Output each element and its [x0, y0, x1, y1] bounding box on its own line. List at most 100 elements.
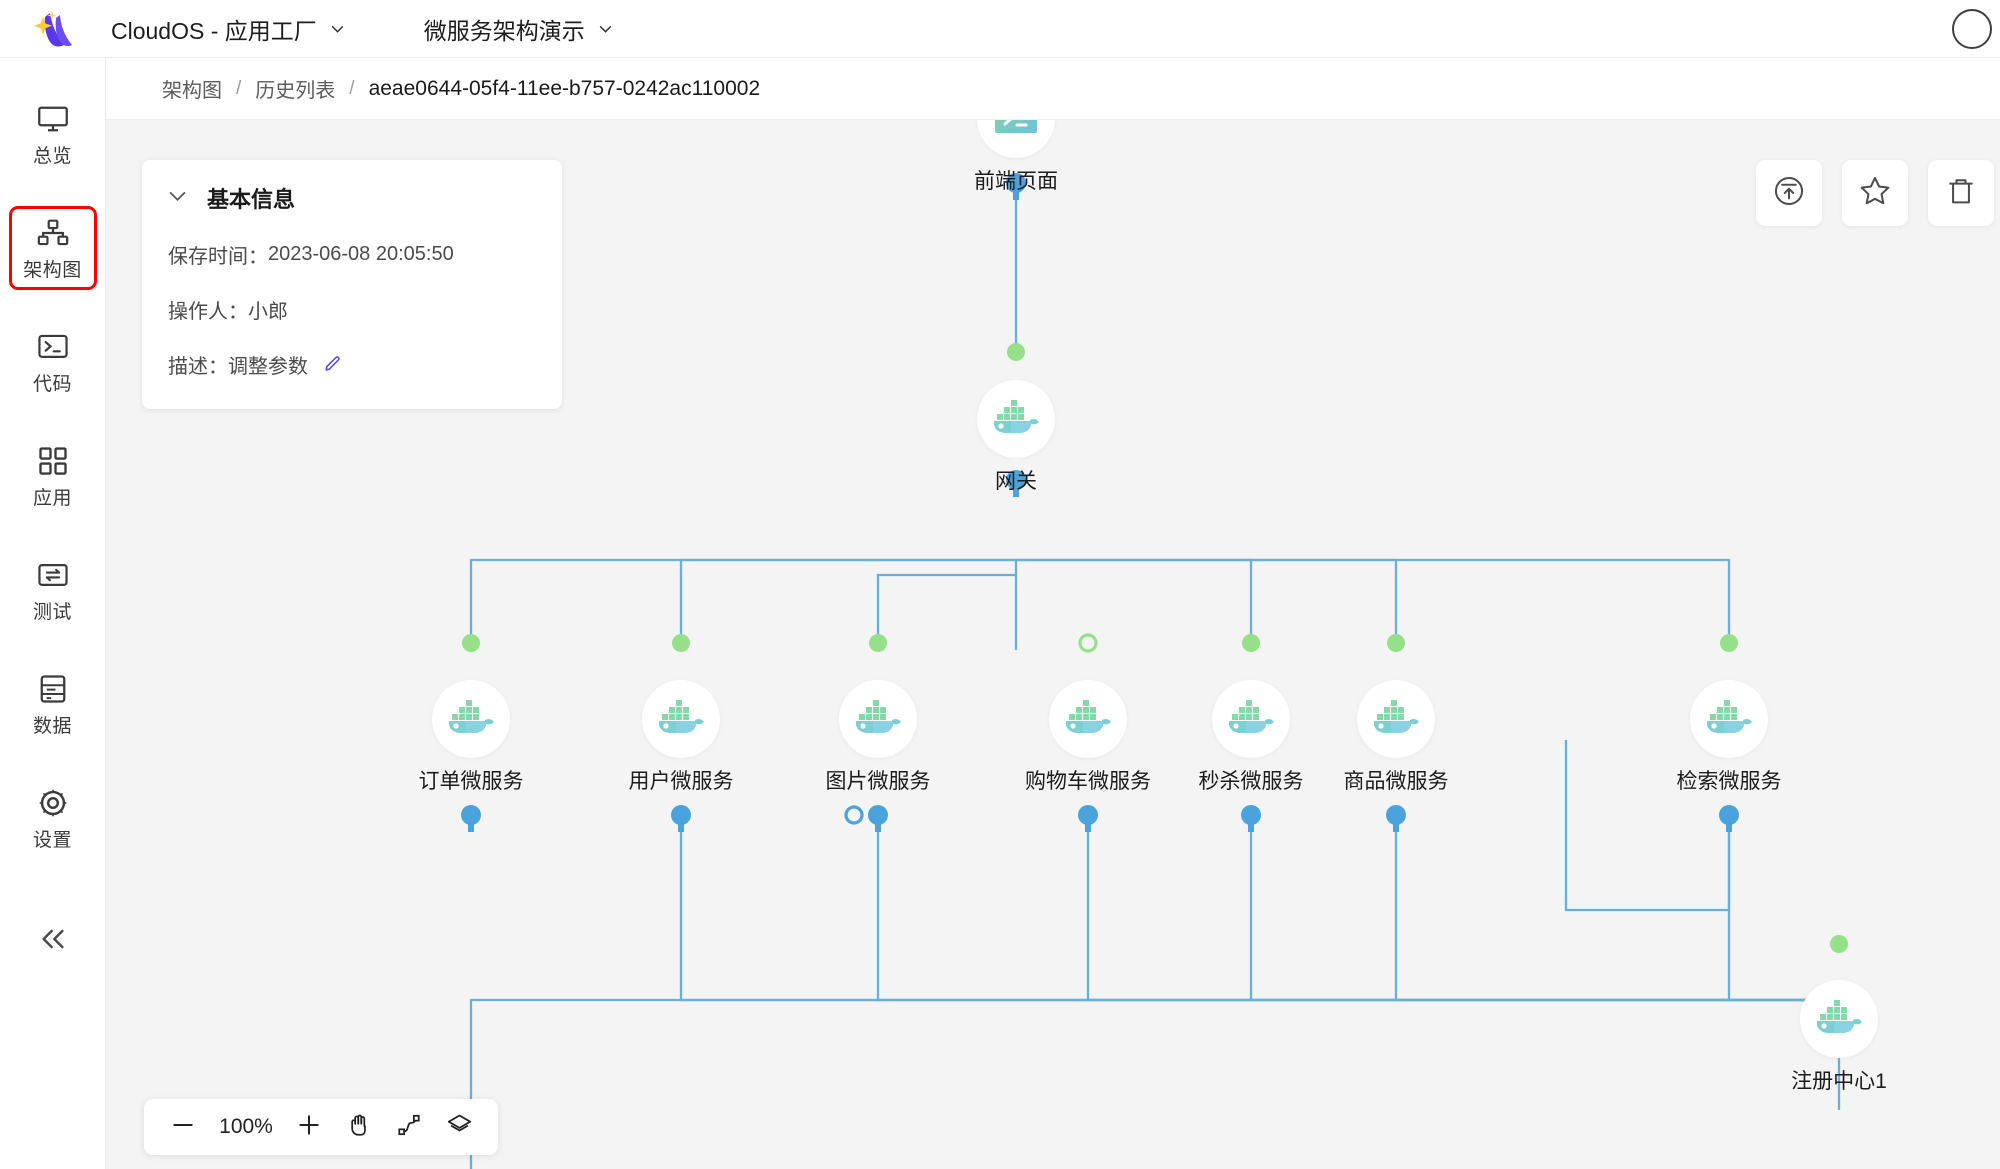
breadcrumb: 架构图 / 历史列表 / aeae0644-05f4-11ee-b757-024… — [106, 58, 2000, 120]
sidebar-item-code[interactable]: 代码 — [11, 322, 95, 402]
edge-tool-button[interactable] — [386, 1104, 432, 1150]
diagram-node-image[interactable]: 图片微服务 — [803, 680, 953, 795]
diagram-node-search[interactable]: 检索微服务 — [1654, 680, 1804, 795]
left-sidebar: 总览 架构图 代码 — [0, 58, 106, 1169]
brand-selector[interactable]: CloudOS - 应用工厂 — [111, 12, 346, 46]
node-label: 网关 — [995, 470, 1037, 493]
node-label: 检索微服务 — [1676, 770, 1782, 793]
favorite-button[interactable] — [1842, 160, 1908, 226]
sidebar-item-test[interactable]: 测试 — [11, 550, 95, 630]
docker-whale-icon — [1370, 696, 1422, 743]
trash-icon — [1944, 174, 1978, 213]
pencil-edit-icon[interactable] — [322, 354, 343, 375]
docker-whale-icon — [990, 396, 1042, 443]
sidebar-item-data[interactable]: 数据 — [11, 664, 95, 744]
basic-info-header[interactable]: 基本信息 — [168, 182, 536, 214]
monitor-icon — [36, 102, 70, 136]
basic-info-title: 基本信息 — [207, 187, 296, 212]
layers-button[interactable] — [436, 1104, 482, 1150]
green-port-icon — [869, 634, 887, 652]
diagram-node-frontend[interactable]: 前端页面 — [941, 120, 1091, 195]
docker-whale-icon — [445, 696, 497, 743]
diagram-node-product[interactable]: 商品微服务 — [1321, 680, 1471, 795]
zoom-out-button[interactable] — [160, 1104, 206, 1150]
layers-icon — [446, 1111, 473, 1143]
chevron-down-icon — [329, 20, 346, 37]
blue-port-icon — [671, 805, 691, 825]
green-port-hollow-icon — [1078, 633, 1098, 653]
sidebar-label: 架构图 — [23, 260, 82, 281]
node-circle[interactable] — [1049, 680, 1127, 758]
app-logo[interactable] — [0, 9, 106, 49]
breadcrumb-current-id: aeae0644-05f4-11ee-b757-0242ac110002 — [368, 76, 761, 100]
diagram-ports — [461, 173, 1848, 953]
connector-edge-icon — [396, 1112, 422, 1143]
zoom-in-button[interactable] — [286, 1104, 332, 1150]
breadcrumb-root[interactable]: 架构图 — [162, 80, 222, 102]
sidebar-item-apps[interactable]: 应用 — [11, 436, 95, 516]
sidebar-item-overview[interactable]: 总览 — [11, 94, 95, 174]
terminal-window-icon — [993, 120, 1039, 141]
node-circle[interactable] — [977, 120, 1055, 158]
pan-tool-button[interactable] — [336, 1104, 382, 1150]
diagram-node-gateway[interactable]: 网关 — [941, 380, 1091, 495]
top-bar: CloudOS - 应用工厂 微服务架构演示 — [0, 0, 2000, 58]
node-label: 注册中心1 — [1791, 1070, 1887, 1093]
avatar-icon[interactable] — [1952, 9, 1992, 49]
node-circle[interactable] — [1800, 980, 1878, 1058]
sidebar-item-settings[interactable]: 设置 — [11, 778, 95, 858]
node-label: 图片微服务 — [825, 770, 931, 793]
green-port-icon — [1387, 634, 1405, 652]
docker-whale-icon — [1062, 696, 1114, 743]
docker-whale-icon — [1703, 696, 1755, 743]
sync-icon — [37, 558, 69, 592]
breadcrumb-separator: / — [349, 77, 355, 99]
sitemap-icon — [37, 216, 69, 250]
blue-port-icon — [1386, 805, 1406, 825]
green-port-icon — [672, 634, 690, 652]
project-selector[interactable]: 微服务架构演示 — [424, 12, 614, 46]
diagram-node-seckill[interactable]: 秒杀微服务 — [1176, 680, 1326, 795]
sidebar-collapse-button[interactable] — [23, 918, 83, 964]
node-circle[interactable] — [1357, 680, 1435, 758]
node-circle[interactable] — [1212, 680, 1290, 758]
diagram-node-user[interactable]: 用户微服务 — [606, 680, 756, 795]
node-circle[interactable] — [432, 680, 510, 758]
node-label: 购物车微服务 — [1025, 770, 1151, 793]
project-label: 微服务架构演示 — [423, 17, 585, 44]
save-time-value: 2023-06-08 20:05:50 — [268, 243, 454, 265]
blue-port-icon — [1006, 470, 1026, 490]
breadcrumb-history-list[interactable]: 历史列表 — [255, 80, 336, 102]
canvas-actions — [1756, 160, 1994, 226]
basic-info-card: 基本信息 保存时间： 2023-06-08 20:05:50 操作人： 小郎 描… — [142, 160, 562, 409]
docker-whale-icon — [1225, 696, 1277, 743]
docker-whale-icon — [1813, 996, 1865, 1043]
node-circle[interactable] — [977, 380, 1055, 458]
chevron-down-icon[interactable] — [168, 189, 187, 207]
delete-button[interactable] — [1928, 160, 1994, 226]
zoom-level[interactable]: 100% — [219, 1115, 273, 1138]
sparkle-logo-icon — [30, 9, 76, 49]
blue-port-icon — [1241, 805, 1261, 825]
green-port-icon — [1720, 634, 1738, 652]
diagram-node-registry1[interactable]: 注册中心1 — [1764, 980, 1914, 1095]
sidebar-label: 测试 — [32, 602, 72, 623]
node-circle[interactable] — [839, 680, 917, 758]
operator-value: 小郎 — [248, 301, 288, 323]
sidebar-item-architecture[interactable]: 架构图 — [8, 206, 97, 290]
diagram-node-cart[interactable]: 购物车微服务 — [1013, 680, 1163, 795]
diagram-node-order[interactable]: 订单微服务 — [396, 680, 546, 795]
sidebar-label: 应用 — [32, 488, 72, 509]
green-port-icon — [462, 634, 480, 652]
restore-button[interactable] — [1756, 160, 1822, 226]
blue-port-icon — [868, 805, 888, 825]
sidebar-label: 代码 — [32, 374, 72, 395]
blue-port-icon — [1719, 805, 1739, 825]
top-bar-right — [1952, 0, 2000, 58]
node-circle[interactable] — [1690, 680, 1768, 758]
sidebar-label: 总览 — [32, 146, 72, 167]
node-circle[interactable] — [642, 680, 720, 758]
diagram-canvas[interactable]: 前端页面 — [106, 120, 2000, 1169]
sidebar-label: 设置 — [32, 830, 72, 851]
